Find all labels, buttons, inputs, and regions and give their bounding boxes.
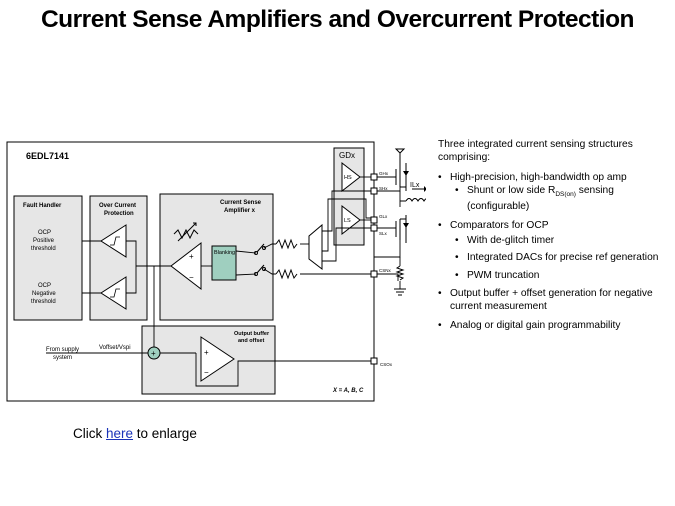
- bullet-dacs: Integrated DACs for precise ref generati…: [438, 252, 673, 265]
- ocp-pos-line2: Positive: [33, 238, 55, 244]
- xabc-label: X = A, B, C: [332, 388, 364, 394]
- slide-title: Current Sense Amplifiers and Overcurrent…: [40, 6, 635, 33]
- ls-label: LS: [344, 218, 351, 224]
- pin-csox: CSOx: [380, 362, 393, 367]
- voffset-label: Voffset/Vspi: [99, 345, 131, 351]
- supply-1: From supply: [46, 347, 79, 353]
- rdson-sub: DS(on): [555, 190, 576, 198]
- chip-label: 6EDL7141: [26, 151, 69, 161]
- pin-csnx: CSNx: [379, 268, 392, 273]
- blanking-block: [211, 245, 237, 281]
- ocp-neg-line3: threshold: [31, 299, 56, 305]
- shunt-text-2: sensing (configurable): [467, 184, 614, 213]
- gdx-label: GDx: [339, 151, 355, 160]
- bullet-deglitch: With de-glitch timer: [438, 235, 673, 248]
- enlarge-caption: Click here to enlarge: [73, 426, 197, 441]
- ilx-label: ILx: [410, 182, 420, 189]
- blanking-label: Blanking: [214, 250, 235, 256]
- ocp-pos-line3: threshold: [31, 246, 56, 252]
- ob-title-1: Output buffer: [234, 331, 270, 337]
- shunt-text: Shunt or low side R: [467, 184, 556, 196]
- ocp-title-1: Over Current: [99, 203, 136, 209]
- bullet-output-buffer: Output buffer + offset generation for ne…: [438, 288, 673, 313]
- csa-title-2: Amplifier x: [224, 208, 256, 214]
- svg-text:+: +: [189, 252, 194, 261]
- ob-title-2: and offset: [238, 338, 264, 344]
- csa-title-1: Current Sense: [220, 200, 262, 206]
- pin-slx: SLx: [379, 231, 388, 236]
- bullet-pwm: PWM truncation: [438, 270, 673, 283]
- bullets-intro: Three integrated current sensing structu…: [438, 139, 633, 163]
- pin-shx: SHx: [379, 186, 388, 191]
- click-pre: Click: [73, 426, 106, 441]
- ocp-pos-line1: OCP: [38, 230, 51, 236]
- svg-text:+: +: [204, 348, 209, 357]
- fault-handler-block: [13, 195, 83, 321]
- ocp-block: [89, 195, 148, 321]
- pin-glx: GLx: [379, 214, 388, 219]
- ocp-title-2: Protection: [104, 211, 134, 217]
- fault-handler-label: Fault Handler: [23, 203, 62, 209]
- bullet-list: Three integrated current sensing structu…: [438, 139, 673, 332]
- supply-2: system: [53, 355, 72, 361]
- bullet-gain: Analog or digital gain programmability: [438, 320, 673, 333]
- svg-text:+: +: [151, 349, 156, 358]
- bullet-comparators: Comparators for OCP: [438, 220, 673, 233]
- click-post: to enlarge: [133, 426, 197, 441]
- block-diagram[interactable]: + −: [6, 141, 426, 403]
- gdx-block: [333, 147, 365, 246]
- pin-ghx: GHx: [379, 171, 389, 176]
- svg-text:−: −: [189, 273, 194, 282]
- enlarge-link[interactable]: here: [106, 426, 134, 441]
- bullet-shunt: Shunt or low side RDS(on) sensing (confi…: [438, 185, 673, 214]
- hs-label: HS: [344, 175, 352, 181]
- svg-text:−: −: [204, 368, 209, 377]
- bullet-op-amp: High-precision, high-bandwidth op amp: [438, 172, 673, 185]
- ocp-neg-line1: OCP: [38, 283, 51, 289]
- ocp-neg-line2: Negative: [32, 291, 56, 297]
